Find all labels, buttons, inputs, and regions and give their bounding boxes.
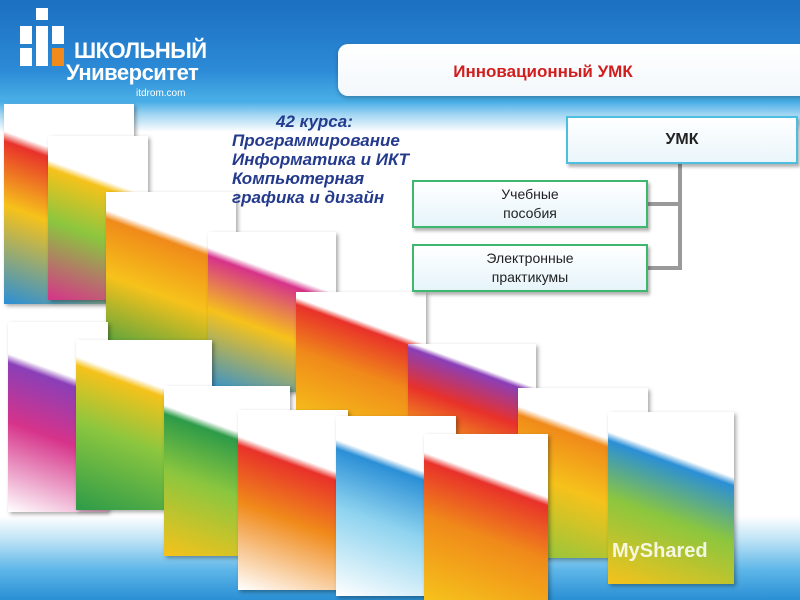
book-cover (238, 410, 348, 590)
courses-line-4: Компьютерная (232, 169, 365, 188)
book-cover (296, 292, 426, 420)
brand-url: itdrom.com (136, 88, 186, 99)
logo-mark-icon (20, 8, 64, 66)
textbooks-line1: Учебные (501, 186, 559, 202)
umk-node: УМК (566, 116, 798, 164)
brand-name-line2: Университет (66, 60, 199, 85)
brand-logo: ШКОЛЬНЫЙ Университет itdrom.com (14, 8, 207, 99)
slide-title: Инновационный УМК (453, 62, 633, 81)
umk-label: УМК (665, 131, 699, 148)
book-cover (424, 434, 548, 600)
courses-line-1: 42 курса: (276, 112, 353, 131)
watermark: MyShared (612, 540, 708, 562)
title-box: Инновационный УМК (338, 44, 800, 96)
e-practicums-line1: Электронные (486, 250, 574, 266)
e-practicums-node: Электронные практикумы (412, 244, 648, 292)
courses-line-5: графика и дизайн (232, 188, 385, 207)
textbooks-line2: пособия (503, 205, 557, 221)
e-practicums-line2: практикумы (491, 269, 569, 285)
book-cover-art (424, 434, 548, 600)
book-cover-art (608, 412, 734, 584)
brand-name-line1: ШКОЛЬНЫЙ (74, 38, 207, 63)
book-cover-art (296, 292, 426, 420)
book-cover (608, 412, 734, 584)
textbooks-node: Учебные пособия (412, 180, 648, 228)
courses-line-3: Информатика и ИКТ (232, 150, 409, 169)
book-cover-art (238, 410, 348, 590)
courses-text: 42 курса: Программирование Информатика и… (232, 112, 432, 207)
courses-line-2: Программирование (232, 131, 400, 150)
